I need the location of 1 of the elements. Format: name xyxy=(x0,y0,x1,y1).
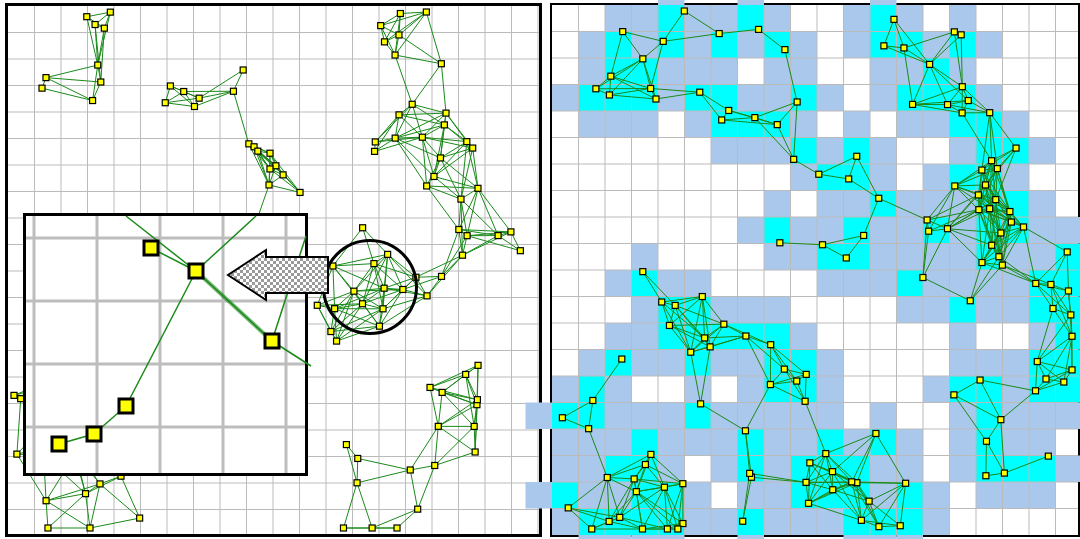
arrow xyxy=(226,248,329,302)
